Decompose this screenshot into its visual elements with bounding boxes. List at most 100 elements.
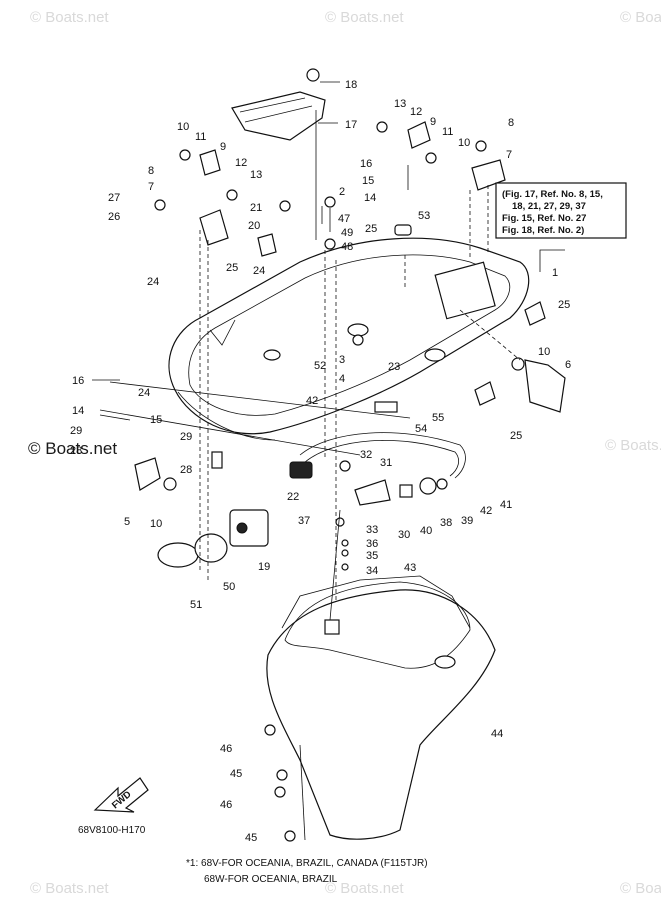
part-label: 12 [235,157,247,169]
part-label: 30 [398,529,410,541]
callout-line: Fig. 18, Ref. No. 2) [502,225,584,236]
watermark-layer: © Boats.net © Boats.net © Boats.net © Bo… [28,9,661,897]
part-label: 21 [250,202,262,214]
part-label: 19 [258,561,270,573]
part-label: 9 [430,116,436,128]
part-label: 16 [72,375,84,387]
part-label: 46 [220,799,232,811]
part-label: 39 [461,515,473,527]
callout-line: 18, 21, 27, 29, 37 [512,201,586,212]
part-label: 24 [147,276,159,288]
part-label: 9 [220,141,226,153]
part-label: 42 [306,395,318,407]
part-label: 10 [150,518,162,530]
watermark-text: © Boats.net [30,880,109,897]
part-label: 10 [538,346,550,358]
part-label: 48 [341,241,353,253]
part-label: 23 [388,361,400,373]
hose-clamps [157,509,269,568]
part-label: 16 [360,158,372,170]
part-label: 26 [108,211,120,223]
fwd-arrow-icon: FWD [93,777,149,813]
part-label: 7 [506,149,512,161]
part-label: 36 [366,538,378,550]
watermark-text: © Boats.net [605,437,661,454]
part-label: 14 [364,192,376,204]
part-label: 45 [245,832,257,844]
part-label: 8 [148,165,154,177]
part-label: 27 [108,192,120,204]
part-label: 38 [440,517,452,529]
part-label: 29 [70,425,82,437]
bottom-cowling-pan [168,237,530,441]
watermark-text: © Boats.net [325,9,404,26]
part-label: 52 [314,360,326,372]
part-labels: 18 17 13 12 9 11 10 8 7 10 11 9 12 13 8 … [70,79,571,844]
part-label: 3 [339,354,345,366]
part-label: 13 [250,169,262,181]
part-label: 14 [72,405,84,417]
part-label: 29 [180,431,192,443]
lower-cowling [266,575,496,840]
part-label: 24 [253,265,265,277]
watermark-text: © Boats.net [325,880,404,897]
part-label: 47 [338,213,350,225]
part-label: 44 [491,728,503,740]
part-label: 43 [404,562,416,574]
part-label: 13 [394,98,406,110]
part-label: 25 [558,299,570,311]
part-label: 25 [226,262,238,274]
part-label: 24 [138,387,150,399]
part-label: 22 [287,491,299,503]
part-label: 54 [415,423,427,435]
part-label: 7 [148,181,154,193]
part-label: 28 [70,445,82,457]
part-label: 10 [177,121,189,133]
reference-callout: (Fig. 17, Ref. No. 8, 15, 18, 21, 27, 29… [495,182,627,239]
part-label: 33 [366,524,378,536]
watermark-text: © Boats.net [620,880,661,897]
part-label: 25 [365,223,377,235]
intake-duct [231,91,326,141]
part-label: 2 [339,186,345,198]
part-label: 1 [552,267,558,279]
part-label: 31 [380,457,392,469]
part-label: 55 [432,412,444,424]
part-label: 5 [124,516,130,528]
part-label: 53 [418,210,430,222]
part-label: 25 [510,430,522,442]
watermark-text: © Boats.net [620,9,661,26]
footnote-line: *1: 68V-FOR OCEANIA, BRAZIL, CANADA (F11… [186,858,428,869]
part-label: 41 [500,499,512,511]
part-label: 20 [248,220,260,232]
part-label: 15 [362,175,374,187]
part-label: 11 [195,131,206,143]
part-label: 49 [341,227,353,239]
part-label: 18 [345,79,357,91]
part-label: 35 [366,550,378,562]
part-label: 12 [410,106,422,118]
part-label: 34 [366,565,378,577]
part-label: 8 [508,117,514,129]
part-label: 45 [230,768,242,780]
part-label: 40 [420,525,432,537]
watermark-text: © Boats.net [30,9,109,26]
part-label: 15 [150,414,162,426]
hardware [134,68,566,842]
watermark-text-large: © Boats.net [28,439,117,458]
callout-line: Fig. 15, Ref. No. 27 [502,213,586,224]
callout-line: (Fig. 17, Ref. No. 8, 15, [502,189,603,200]
part-label: 37 [298,515,310,527]
footnote-line: 68W-FOR OCEANIA, BRAZIL [204,874,338,885]
part-label: 50 [223,581,235,593]
part-label: 32 [360,449,372,461]
part-label: 10 [458,137,470,149]
part-label: 42 [480,505,492,517]
part-label: 46 [220,743,232,755]
part-label: 17 [345,119,357,131]
hose-assembly [289,432,466,506]
leader-lines [92,81,565,841]
diagram-code: 68V8100-H170 [78,825,146,836]
part-label: 51 [190,599,202,611]
